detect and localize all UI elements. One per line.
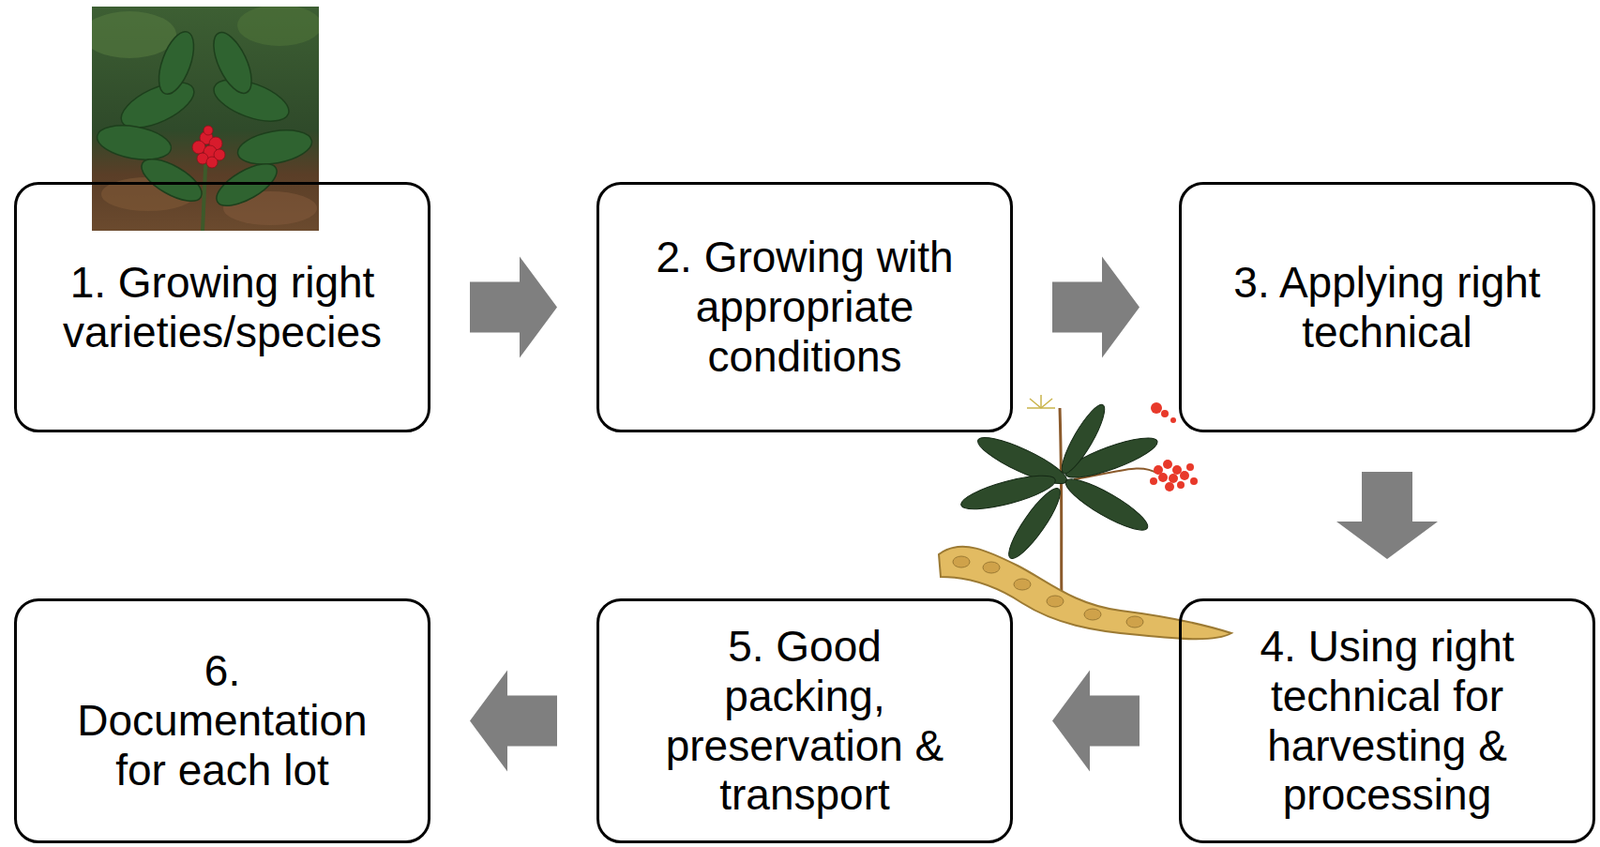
block-arrow [1052,256,1140,359]
process-box: 2. Growing with appropriate conditions [596,181,1013,433]
process-box: 5. Good packing, preservation & transpor… [596,598,1013,844]
block-arrow [469,256,558,359]
block-arrow [1052,670,1140,772]
process-box: 1. Growing right varieties/species [14,181,431,433]
step-text: 3. Applying right technical [1197,257,1577,358]
process-box: 6. Documentation for each lot [14,598,431,844]
ginseng-photo [91,6,319,231]
step-text: 6. Documentation for each lot [72,646,373,796]
step-text: 4. Using right technical for harvesting … [1197,621,1577,821]
step-text: 2. Growing with appropriate conditions [615,232,995,382]
process-box: 3. Applying right technical [1178,181,1596,433]
step-text: 1. Growing right varieties/species [32,257,412,358]
block-arrow [469,670,558,772]
ginseng-drawing [933,387,1238,653]
process-box: 4. Using right technical for harvesting … [1178,598,1596,844]
step-text: 5. Good packing, preservation & transpor… [654,621,955,821]
block-arrow [1336,471,1438,559]
